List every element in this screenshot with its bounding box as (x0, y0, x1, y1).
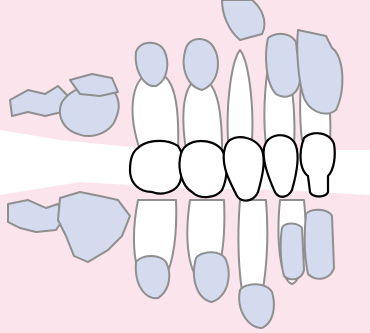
primary-molar (130, 141, 183, 194)
upper-incisor-bud (266, 34, 300, 97)
upper-canine-bud (184, 39, 218, 90)
lower-premolar-bud (194, 252, 229, 302)
primary-incisor (264, 135, 298, 197)
lower-molar-bud (8, 200, 64, 232)
lower-incisor-bud (281, 224, 304, 280)
lower-incisor-bud (305, 210, 334, 279)
primary-incisor (301, 133, 335, 196)
primary-molar (180, 141, 227, 197)
